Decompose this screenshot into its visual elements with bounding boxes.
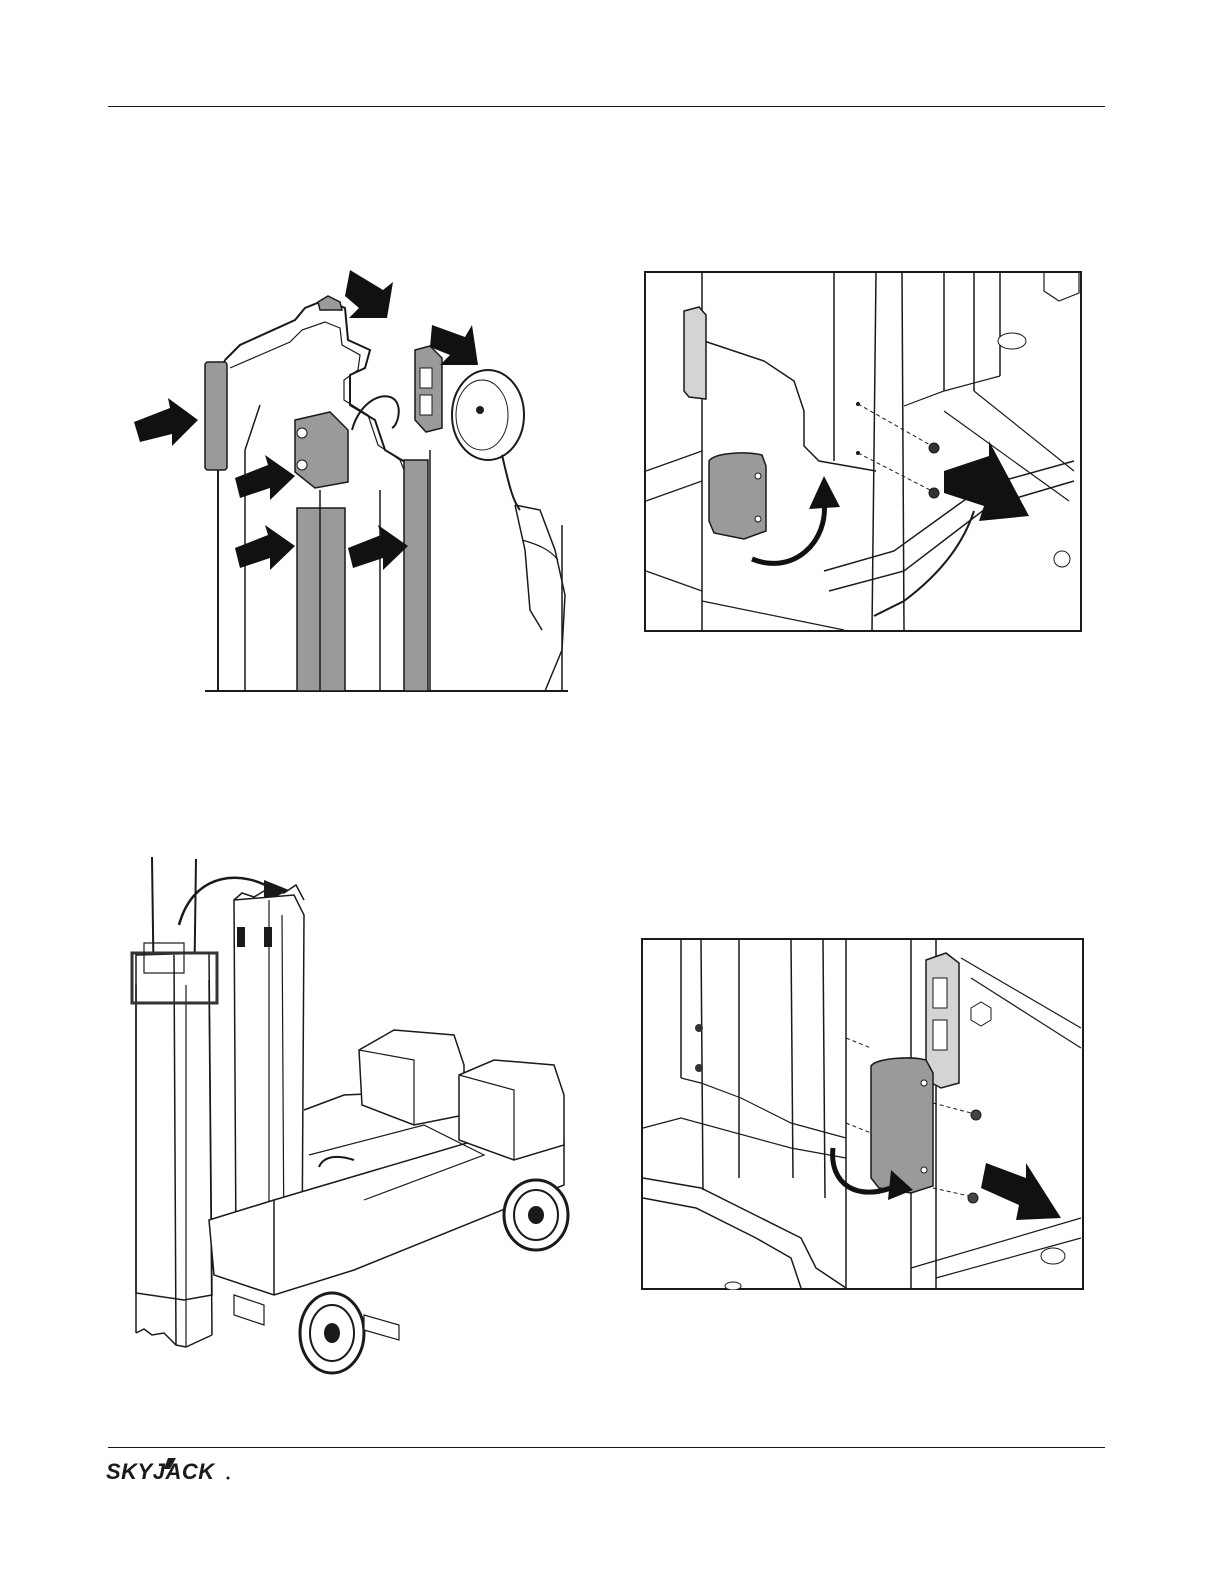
skyjack-logo: SKYJACK [106, 1455, 246, 1485]
mast-section-move-illustration [124, 855, 584, 1385]
figure-wear-pad-front [644, 271, 1082, 632]
figure-mast-section-move [124, 855, 584, 1385]
skyjack-wordmark: SKYJACK [106, 1455, 246, 1485]
mast-wear-pads-illustration [130, 250, 580, 700]
figure-wear-pad-rear [641, 938, 1084, 1290]
wear-pad-front-illustration [644, 271, 1082, 632]
svg-text:SKYJACK: SKYJACK [106, 1459, 216, 1484]
wear-pad-rear-illustration [641, 938, 1084, 1290]
figure-mast-wear-pads [130, 250, 580, 700]
header-rule [108, 106, 1105, 107]
footer-rule [108, 1447, 1105, 1448]
